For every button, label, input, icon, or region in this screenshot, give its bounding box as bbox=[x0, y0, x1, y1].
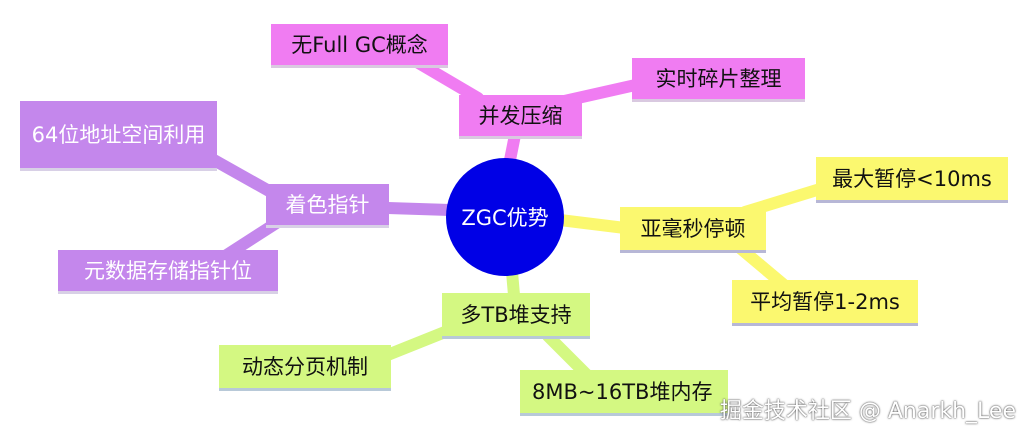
node-64bit-address: 64位地址空间利用 bbox=[20, 101, 217, 171]
node-multi-tb-heap: 多TB堆支持 bbox=[442, 293, 590, 339]
link-heap-paging bbox=[374, 324, 456, 364]
link-heap-memory bbox=[542, 330, 594, 382]
node-dynamic-paging: 动态分页机制 bbox=[219, 345, 391, 391]
node-avg-pause: 平均暂停1-2ms bbox=[732, 280, 918, 326]
watermark: 掘金技术社区 @ Anarkh_Lee bbox=[719, 399, 1016, 424]
node-max-pause: 最大暂停<10ms bbox=[816, 157, 1008, 203]
node-colored-pointers: 着色指针 bbox=[266, 184, 389, 228]
link-center-colored-pointers bbox=[382, 202, 456, 216]
node-metadata-bits: 元数据存储指针位 bbox=[58, 250, 278, 294]
node-heap-memory: 8MB~16TB堆内存 bbox=[520, 370, 728, 416]
node-submillisecond-pause: 亚毫秒停顿 bbox=[620, 207, 766, 253]
node-realtime-defrag: 实时碎片整理 bbox=[632, 58, 805, 102]
node-no-full-gc: 无Full GC概念 bbox=[271, 24, 448, 68]
link-center-heap bbox=[506, 266, 520, 301]
link-center-pause bbox=[554, 214, 631, 234]
center-node: ZGC优势 bbox=[446, 158, 564, 276]
node-concurrent-compaction: 并发压缩 bbox=[459, 95, 582, 139]
link-colored-pointers-addr bbox=[199, 149, 284, 202]
